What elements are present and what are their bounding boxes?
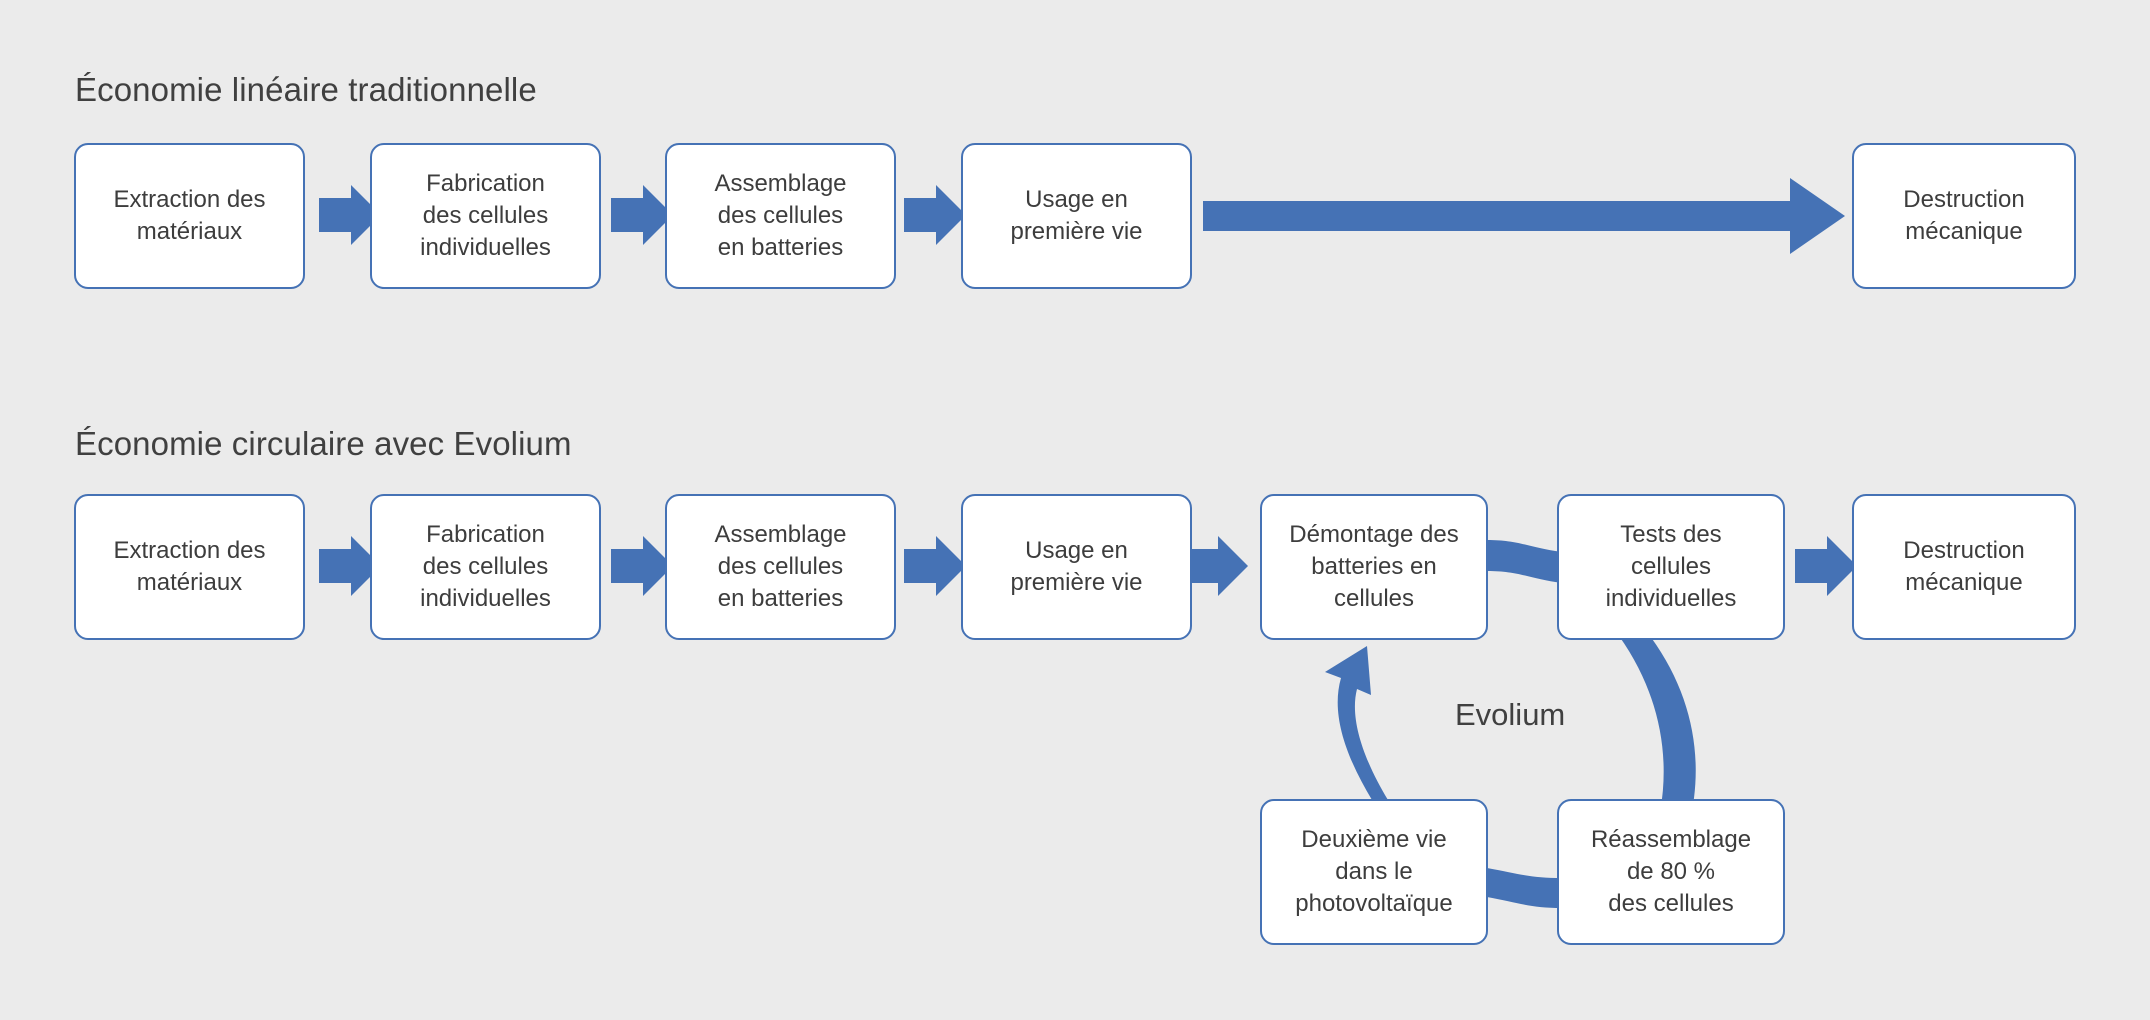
node-line: en batteries <box>717 233 844 261</box>
node-line: Usage en <box>1025 537 1128 565</box>
node-line: des cellules <box>717 202 844 230</box>
node-line: première vie <box>1010 218 1143 245</box>
node-line: Fabrication <box>426 170 545 198</box>
node-line: des cellules <box>717 553 844 581</box>
connector-cir-curved-arrow-up <box>1325 646 1388 800</box>
node-line: Assemblage <box>714 170 847 198</box>
node-line: cellules <box>1333 584 1415 612</box>
node-line: photovoltaïque <box>1295 889 1453 917</box>
node-line: Destruction <box>1903 186 2025 214</box>
node-line: Tests des <box>1620 521 1722 549</box>
node-cir-deuxieme-vie[interactable]: Deuxième vie dans le photovoltaïque <box>1260 799 1488 945</box>
node-line: en batteries <box>717 584 844 612</box>
connector-cir-band-demontage-tests <box>1487 540 1562 583</box>
connector-cir-arrow-5 <box>1795 536 1857 596</box>
node-cir-tests[interactable]: Tests des cellules individuelles <box>1557 494 1785 640</box>
section-title-circular: Économie circulaire avec Evolium <box>75 425 572 462</box>
connector-lin-arrow-2 <box>611 185 673 245</box>
node-cir-fabrication[interactable]: Fabrication des cellules individuelles <box>370 494 601 640</box>
connector-lin-arrow-3 <box>904 185 966 245</box>
node-line: Deuxième vie <box>1301 826 1447 854</box>
node-line: Démontage des <box>1289 521 1459 549</box>
node-line: cellules <box>1630 553 1712 581</box>
node-line: matériaux <box>136 218 243 245</box>
node-lin-usage[interactable]: Usage en première vie <box>961 143 1192 289</box>
node-line: première vie <box>1010 569 1143 596</box>
node-cir-usage[interactable]: Usage en première vie <box>961 494 1192 640</box>
connector-cir-arrow-4 <box>1186 536 1248 596</box>
node-line: mécanique <box>1905 569 2023 596</box>
connector-cir-band-reassemblage-deuxieme <box>1487 868 1562 908</box>
node-line: Usage en <box>1025 186 1128 214</box>
node-line: Fabrication <box>426 521 545 549</box>
node-line: des cellules <box>422 202 549 230</box>
node-cir-reassemblage[interactable]: Réassemblage de 80 % des cellules <box>1557 799 1785 945</box>
node-line: mécanique <box>1905 218 2023 245</box>
node-cir-destruction[interactable]: Destruction mécanique <box>1852 494 2076 640</box>
node-lin-fabrication[interactable]: Fabrication des cellules individuelles <box>370 143 601 289</box>
node-line: des cellules <box>1608 889 1734 917</box>
node-lin-extraction[interactable]: Extraction des matériaux <box>74 143 305 289</box>
node-line: Destruction <box>1903 537 2025 565</box>
node-cir-assemblage[interactable]: Assemblage des cellules en batteries <box>665 494 896 640</box>
connector-cir-arrow-3 <box>904 536 966 596</box>
node-cir-demontage[interactable]: Démontage des batteries en cellules <box>1260 494 1488 640</box>
section-title-linear: Économie linéaire traditionnelle <box>75 71 537 108</box>
node-line: individuelles <box>420 233 551 261</box>
node-lin-assemblage[interactable]: Assemblage des cellules en batteries <box>665 143 896 289</box>
node-line: des cellules <box>422 553 549 581</box>
node-cir-extraction[interactable]: Extraction des matériaux <box>74 494 305 640</box>
node-line: individuelles <box>420 584 551 612</box>
node-line: Réassemblage <box>1590 826 1752 854</box>
node-line: Extraction des <box>113 537 266 565</box>
connector-cir-arrow-2 <box>611 536 673 596</box>
node-line: de 80 % <box>1626 858 1716 886</box>
node-line: matériaux <box>136 569 243 596</box>
node-lin-destruction[interactable]: Destruction mécanique <box>1852 143 2076 289</box>
node-line: dans le <box>1335 858 1413 886</box>
node-line: Assemblage <box>714 521 847 549</box>
loop-label-evolium: Evolium <box>1455 697 1566 732</box>
node-line: batteries en <box>1311 553 1437 581</box>
connector-lin-long-arrow <box>1203 178 1845 254</box>
node-line: Extraction des <box>113 186 266 214</box>
node-line: individuelles <box>1605 584 1737 612</box>
